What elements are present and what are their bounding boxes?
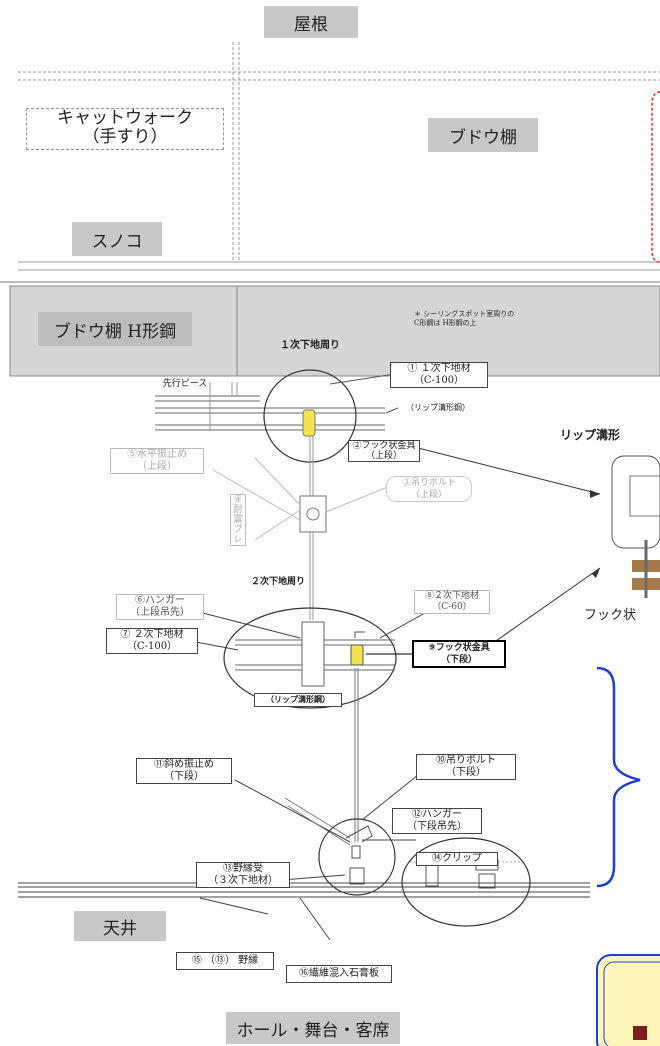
ceiling-spot-note: ＊ シーリングスポット室周りの C形鋼は H形鋼の上 — [414, 310, 515, 327]
secondary-area-label: ２次下地周り — [250, 577, 305, 587]
lip-channel-lower-label: （リップ溝形鋼） — [254, 693, 342, 707]
label-9-hook-lower: ⑨フック状金具 （下段） — [412, 640, 506, 668]
roof-label: 屋根 — [264, 6, 358, 38]
primary-area-label: １次下地周り — [280, 340, 340, 351]
label-5-horizontal-brace: ⑤水平振止め （上段） — [110, 448, 204, 474]
grape-shelf-h-beam-label: ブドウ棚 H形鋼 — [38, 312, 192, 346]
label-15-joist: ⑮ （⑬） 野縁 — [176, 952, 274, 970]
label-16-gypsum-board: ⑯繊維混入石膏板 — [286, 965, 392, 983]
label-12-hanger-lower: ⑫ハンガー （下段吊先） — [392, 808, 482, 834]
label-2-hook-upper: ②フック状金具 （上段） — [348, 440, 420, 462]
label-6-hanger-upper: ⑥ハンガー （上段吊先） — [116, 594, 204, 620]
label-10-hanging-bolt-lower: ⑩吊りボルト （下段） — [416, 754, 516, 780]
grape-shelf-label: ブドウ棚 — [428, 118, 538, 152]
lip-channel-photo-title: リップ溝形 — [560, 428, 621, 442]
label-7-secondary-c100: ⑦ ２次下地材 （C-100） — [106, 628, 198, 654]
sakiko-piece-label: 先行ピース — [162, 379, 208, 389]
label-8-secondary-c60: ⑧２次下地材 （C-60） — [414, 590, 490, 614]
label-1-primary-material: ① １次下地材 （C-100） — [390, 362, 488, 388]
hook-photo-caption: フック状 — [584, 608, 637, 623]
label-3-hanging-bolt-upper: ③吊りボルト （上段） — [386, 476, 472, 502]
label-4-seismic-brace: ④ 耐 震 ブ レ — [230, 494, 246, 546]
catwalk-label: キャットウォーク （手すり） — [26, 108, 224, 150]
ceiling-label: 天井 — [74, 911, 166, 941]
label-11-diagonal-brace: ⑪斜め振止め （下段） — [136, 758, 232, 784]
label-14-clip: ⑭クリップ — [416, 852, 498, 866]
hall-stage-seats-label: ホール・舞台・客席 — [226, 1012, 400, 1044]
label-13-ceiling-joist-receiver: ⑬野縁受 （３次下地材） — [196, 862, 290, 888]
lip-channel-upper-label: （リップ溝形鋼） — [398, 402, 478, 414]
sunoko-label: スノコ — [72, 222, 162, 256]
